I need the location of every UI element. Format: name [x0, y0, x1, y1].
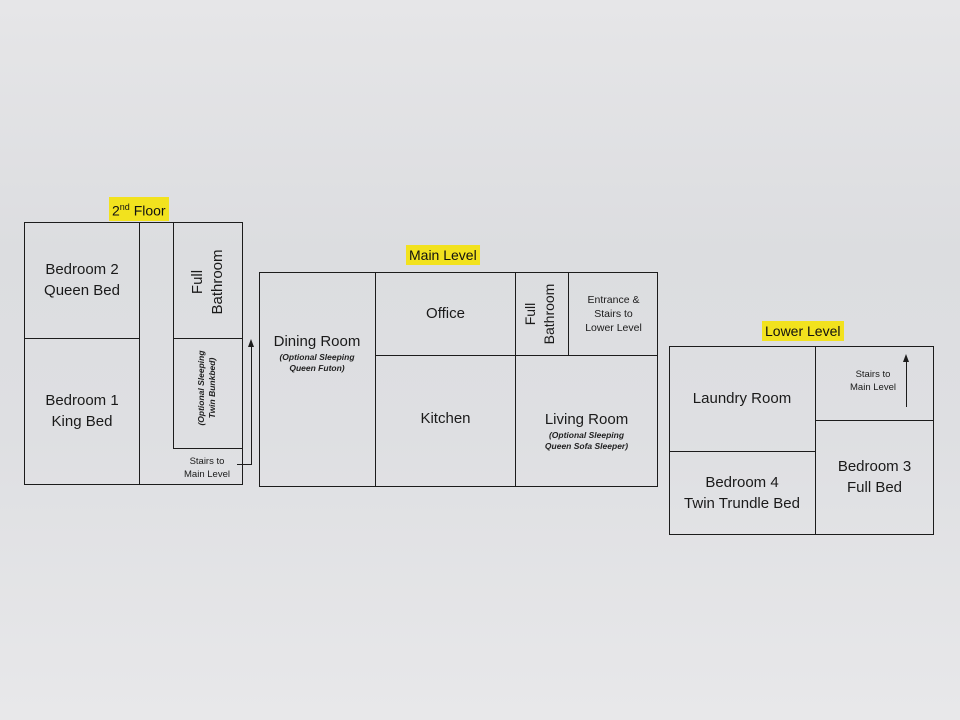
room-name: Bathroom — [209, 249, 226, 315]
room-entrance-stairs: Entrance & Stairs to Lower Level — [569, 293, 658, 335]
lower-level-title: Lower Level — [762, 321, 844, 341]
wall — [375, 272, 376, 487]
room-kitchen: Kitchen — [420, 410, 471, 427]
room-bedroom-2: Bedroom 2 Queen Bed — [24, 259, 140, 301]
title-superscript: nd — [119, 202, 130, 212]
title-text: Floor — [129, 202, 166, 219]
room-name: Bedroom 3 — [837, 458, 912, 475]
stairs-to-main-level-2f: Stairs to Main Level — [174, 455, 240, 481]
room-bedroom-3: Bedroom 3 Full Bed — [815, 456, 934, 498]
room-office: Office — [426, 305, 465, 322]
second-floor-title: 2nd Floor — [109, 197, 169, 221]
title-number: 2 — [112, 202, 120, 219]
room-name: Full — [189, 269, 206, 295]
room-name: Full — [522, 302, 538, 326]
room-name: Bathroom — [541, 283, 557, 345]
wall — [375, 355, 658, 356]
bed-type: Full Bed — [846, 479, 903, 496]
room-text: Entrance & — [587, 294, 640, 306]
room-bunk-note: (Optional Sleeping Twin Bunkbed) — [196, 338, 220, 438]
wall — [568, 272, 569, 356]
room-bedroom-1: Bedroom 1 King Bed — [24, 390, 140, 432]
room-laundry-room: Laundry Room — [692, 390, 792, 407]
stairs-to-main-level-lower: Stairs to Main Level — [838, 368, 908, 394]
bed-type: Queen Bed — [44, 282, 120, 299]
room-living-room: Living Room (Optional Sleeping Queen Sof… — [515, 409, 658, 452]
wall — [139, 222, 140, 485]
note-text: Twin Bunkbed) — [207, 357, 217, 419]
note-text: Queen Sofa Sleeper) — [544, 441, 629, 451]
note-text: (Optional Sleeping — [548, 430, 625, 440]
wall — [24, 338, 140, 339]
second-floor-outline — [24, 222, 243, 485]
room-dining-room: Dining Room (Optional Sleeping Queen Fut… — [259, 331, 375, 374]
stairs-text: Main Level — [850, 382, 896, 393]
room-full-bathroom-main: Full Bathroom — [521, 269, 561, 359]
note-text: (Optional Sleeping — [196, 350, 206, 426]
note-text: (Optional Sleeping — [279, 352, 355, 362]
wall — [173, 448, 243, 449]
lower-level-outline — [669, 346, 934, 535]
main-level-title: Main Level — [406, 245, 480, 265]
stairs-text: Main Level — [184, 469, 230, 480]
arrow-up-icon — [248, 339, 254, 347]
wall — [515, 272, 516, 487]
room-name: Living Room — [544, 411, 629, 428]
wall — [669, 451, 816, 452]
arrow-shaft — [237, 464, 251, 465]
arrow-shaft — [906, 361, 907, 407]
room-text: Stairs to — [594, 308, 633, 320]
stairs-text: Stairs to — [855, 369, 891, 380]
wall — [815, 420, 934, 421]
arrow-up-icon — [903, 354, 909, 362]
room-name: Bedroom 4 — [705, 474, 779, 491]
wall — [173, 338, 243, 339]
arrow-shaft — [251, 346, 252, 465]
note-text: Queen Futon) — [289, 363, 345, 373]
room-name: Dining Room — [273, 333, 361, 350]
bed-type: Twin Trundle Bed — [684, 495, 800, 512]
main-level-outline — [259, 272, 658, 487]
room-bedroom-4: Bedroom 4 Twin Trundle Bed — [669, 472, 815, 514]
room-name: Bedroom 2 — [45, 261, 119, 278]
room-full-bathroom-2f: Full Bathroom — [188, 237, 228, 327]
room-text: Lower Level — [585, 322, 642, 334]
wall — [173, 222, 174, 449]
stairs-text: Stairs to — [189, 456, 225, 467]
bed-type: King Bed — [51, 413, 113, 430]
room-name: Bedroom 1 — [45, 392, 119, 409]
wall — [815, 346, 816, 535]
